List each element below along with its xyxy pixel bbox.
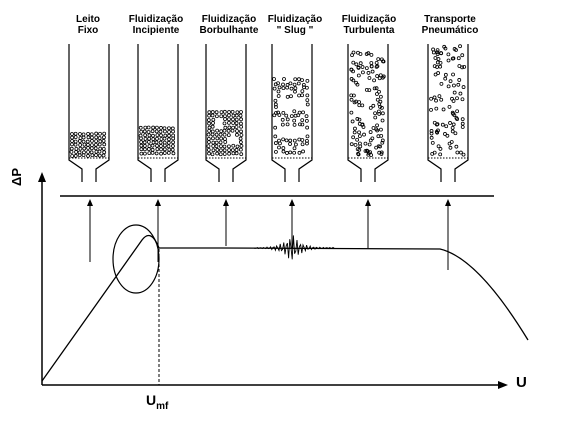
arrowhead	[223, 199, 229, 206]
arrowhead	[445, 199, 451, 206]
column-fixed-bed	[68, 44, 110, 182]
regime-label-line: Pneumático	[421, 25, 479, 36]
fluidization-columns	[68, 44, 469, 182]
regime-label-line: Fluidização	[201, 14, 257, 25]
peak-highlight-ellipse	[112, 224, 160, 294]
column-pneumatic	[427, 44, 469, 182]
x-axis-arrowhead	[498, 381, 508, 389]
regime-label-line: Leito	[76, 14, 100, 25]
column-incipient	[137, 44, 179, 182]
slug-oscillation	[254, 235, 335, 260]
regime-label-fixed-bed: Leito Fixo	[68, 14, 108, 36]
regime-label-line: Borbulhante	[199, 25, 259, 36]
particles	[138, 125, 176, 156]
umf-label-main: U	[146, 392, 157, 408]
regime-label-bubbling: Fluidização Borbulhante	[194, 14, 264, 36]
regime-label-line: Fixo	[77, 25, 99, 36]
arrowhead	[87, 199, 93, 206]
particles	[206, 109, 244, 157]
regime-label-slug: Fluidização " Slug "	[262, 14, 328, 36]
particles	[69, 131, 107, 158]
regime-label-pneumatic: Transporte Pneumático	[414, 14, 486, 36]
column-bubbling	[205, 44, 247, 182]
regime-label-line: Turbulenta	[343, 25, 395, 36]
particles	[429, 44, 467, 157]
arrowhead	[289, 199, 295, 206]
regime-label-incipient: Fluidização Incipiente	[124, 14, 188, 36]
y-axis-label: ΔP	[9, 167, 24, 186]
x-axis-label: U	[516, 374, 527, 391]
regime-label-line: " Slug "	[276, 25, 314, 36]
y-axis-arrowhead	[38, 172, 46, 182]
arrowhead	[365, 199, 371, 206]
regime-label-line: Fluidização	[128, 14, 184, 25]
regime-label-line: Fluidização	[267, 14, 323, 25]
arrowhead	[155, 199, 161, 206]
umf-label: Umf	[146, 392, 168, 412]
regime-label-line: Incipiente	[132, 25, 180, 36]
column-slug	[271, 44, 313, 182]
regime-label-turbulent: Fluidização Turbulenta	[334, 14, 404, 36]
particles	[349, 50, 386, 158]
regime-arrows	[87, 199, 451, 270]
column-turbulent	[347, 44, 389, 182]
regime-label-line: Fluidização	[341, 14, 397, 25]
pressure-drop-curve	[41, 234, 529, 382]
regime-label-line: Transporte	[424, 14, 476, 25]
umf-label-subscript: mf	[156, 401, 169, 412]
particles	[272, 77, 310, 155]
